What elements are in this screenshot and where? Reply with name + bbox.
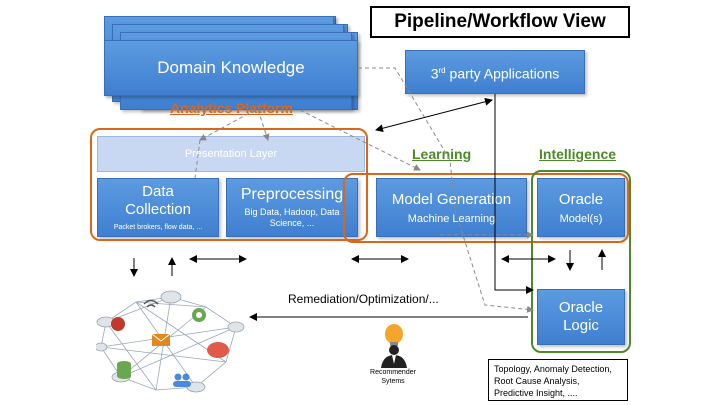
preprocessing-sub-2: Science, ...: [269, 218, 315, 228]
users-icon: [173, 373, 191, 387]
wifi-icon: [143, 299, 159, 308]
page-title-text: Pipeline/Workflow View: [394, 11, 606, 32]
analytics-platform-frame: [90, 128, 368, 241]
presentation-layer: Presentation Layer: [97, 136, 365, 172]
page-title: Pipeline/Workflow View: [370, 6, 630, 38]
data-collection-title-2: Collection: [125, 200, 191, 218]
model-generation-title: Model Generation: [391, 190, 512, 208]
learning-label: Learning: [412, 146, 472, 162]
preprocessing-title: Preprocessing: [240, 186, 344, 203]
lightbulb-icon: [385, 324, 403, 344]
data-collection-sub: Packet brokers, flow data, ...: [113, 223, 203, 231]
note-box: Topology, Anomaly Detection, Root Cause …: [488, 359, 628, 401]
recommender-line-2: Sytems: [381, 378, 405, 385]
note-line-2: Root Cause Analysis,: [494, 376, 580, 386]
database-icon: [117, 361, 131, 379]
data-collection-box: Data Collection Packet brokers, flow dat…: [97, 178, 219, 237]
domain-knowledge-box: Domain Knowledge: [104, 40, 358, 96]
model-generation-sub: Machine Learning: [407, 212, 496, 225]
note-line-3: Predictive Insight, ....: [494, 388, 578, 398]
domain-knowledge-label: Domain Knowledge: [157, 58, 305, 77]
note-line-1: Topology, Anomaly Detection,: [494, 364, 612, 374]
oracle-logic-line-1: Oracle: [558, 299, 604, 316]
oracle-model-sub: Model(s): [559, 212, 603, 225]
model-generation-box: Model Generation Machine Learning: [376, 178, 527, 237]
analytics-platform-label: Analytics Platform: [170, 100, 293, 116]
oracle-model-box: Oracle Model(s): [537, 178, 625, 237]
preprocessing-sub-1: Big Data, Hadoop, Data: [244, 207, 340, 217]
presentation-layer-label: Presentation Layer: [184, 148, 278, 160]
recommender-line-1: Recommender: [370, 369, 416, 376]
intelligence-label: Intelligence: [539, 146, 617, 162]
learning-frame: [343, 173, 629, 243]
preprocessing-box: Preprocessing Big Data, Hadoop, Data Sci…: [226, 178, 358, 237]
network-illustration: [96, 290, 245, 393]
oracle-model-title: Oracle: [558, 190, 604, 208]
recommender-person-icon: [381, 324, 407, 368]
chat-icon: [207, 342, 229, 358]
oracle-logic-line-2: Logic: [563, 317, 599, 334]
map-pin-icon: [111, 317, 125, 331]
third-party-label: 3rd party Applications: [430, 65, 560, 82]
third-party-box: 3rd party Applications: [405, 50, 585, 94]
oracle-logic-box: Oracle Logic: [537, 289, 625, 345]
data-collection-title-1: Data: [142, 182, 174, 200]
recommender-label: Recommender Sytems: [362, 368, 424, 386]
remediation-label: Remediation/Optimization/...: [288, 292, 439, 306]
